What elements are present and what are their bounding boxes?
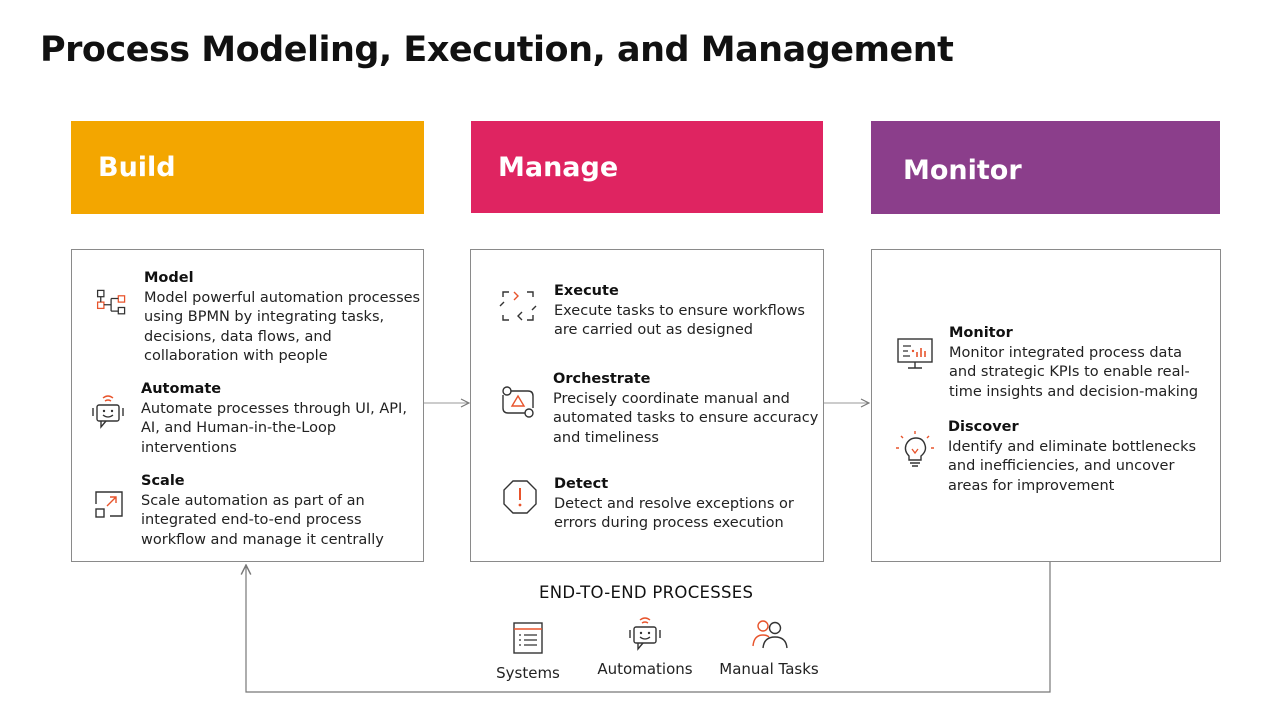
systems-label: Systems [496,664,560,682]
e2e-item-automations: Automations [590,614,700,678]
scale-heading: Scale [141,473,185,489]
e2e-item-systems: Systems [488,618,568,682]
scale-text: Scale automation as part of an integrate… [141,492,384,548]
automate-text: Automate processes through UI, API, AI, … [141,400,407,456]
execute-brackets-icon [499,291,537,321]
execute-heading: Execute [554,283,619,299]
detect-text: Detect and resolve exceptions or errors … [554,495,794,532]
orchestrate-heading: Orchestrate [553,371,651,387]
model-heading: Model [144,270,194,286]
build-banner: Build [71,121,424,214]
people-icon [752,620,788,649]
robot-chat-icon [92,395,124,429]
model-text: Model powerful automation processes usin… [144,289,421,365]
alert-octagon-icon [503,480,537,514]
page-title: Process Modeling, Execution, and Managem… [40,30,954,70]
build-panel [71,249,424,562]
manage-banner-label: Manage [498,151,619,183]
scale-expand-icon [95,491,123,518]
build-banner-label: Build [98,152,176,183]
automate-heading: Automate [141,381,222,397]
detect-heading: Detect [554,476,609,492]
dashboard-monitor-icon [897,338,933,369]
discover-text: Identify and eliminate bottlenecks and i… [948,438,1197,494]
e2e-item-manual-tasks: Manual Tasks [713,614,825,678]
execute-text: Execute tasks to ensure workflows are ca… [554,302,805,339]
manage-banner: Manage [471,121,823,213]
lightbulb-icon [896,431,934,467]
monitor-banner-label: Monitor [903,155,1022,186]
process-flow-icon [96,289,126,315]
systems-document-icon [513,622,543,654]
discover-heading: Discover [948,419,1019,435]
orchestrate-text: Precisely coordinate manual and automate… [553,390,819,446]
monitor-panel [871,249,1221,562]
monitor-text: Monitor integrated process data and stra… [949,344,1199,400]
monitor-banner: Monitor [871,121,1220,214]
orchestrate-icon [502,386,534,418]
manual-tasks-label: Manual Tasks [719,660,819,678]
automations-label: Automations [597,660,693,678]
end-to-end-title: END-TO-END PROCESSES [539,583,754,602]
manage-panel [470,249,824,562]
monitor-heading: Monitor [949,325,1013,341]
robot-chat-icon [629,617,661,651]
